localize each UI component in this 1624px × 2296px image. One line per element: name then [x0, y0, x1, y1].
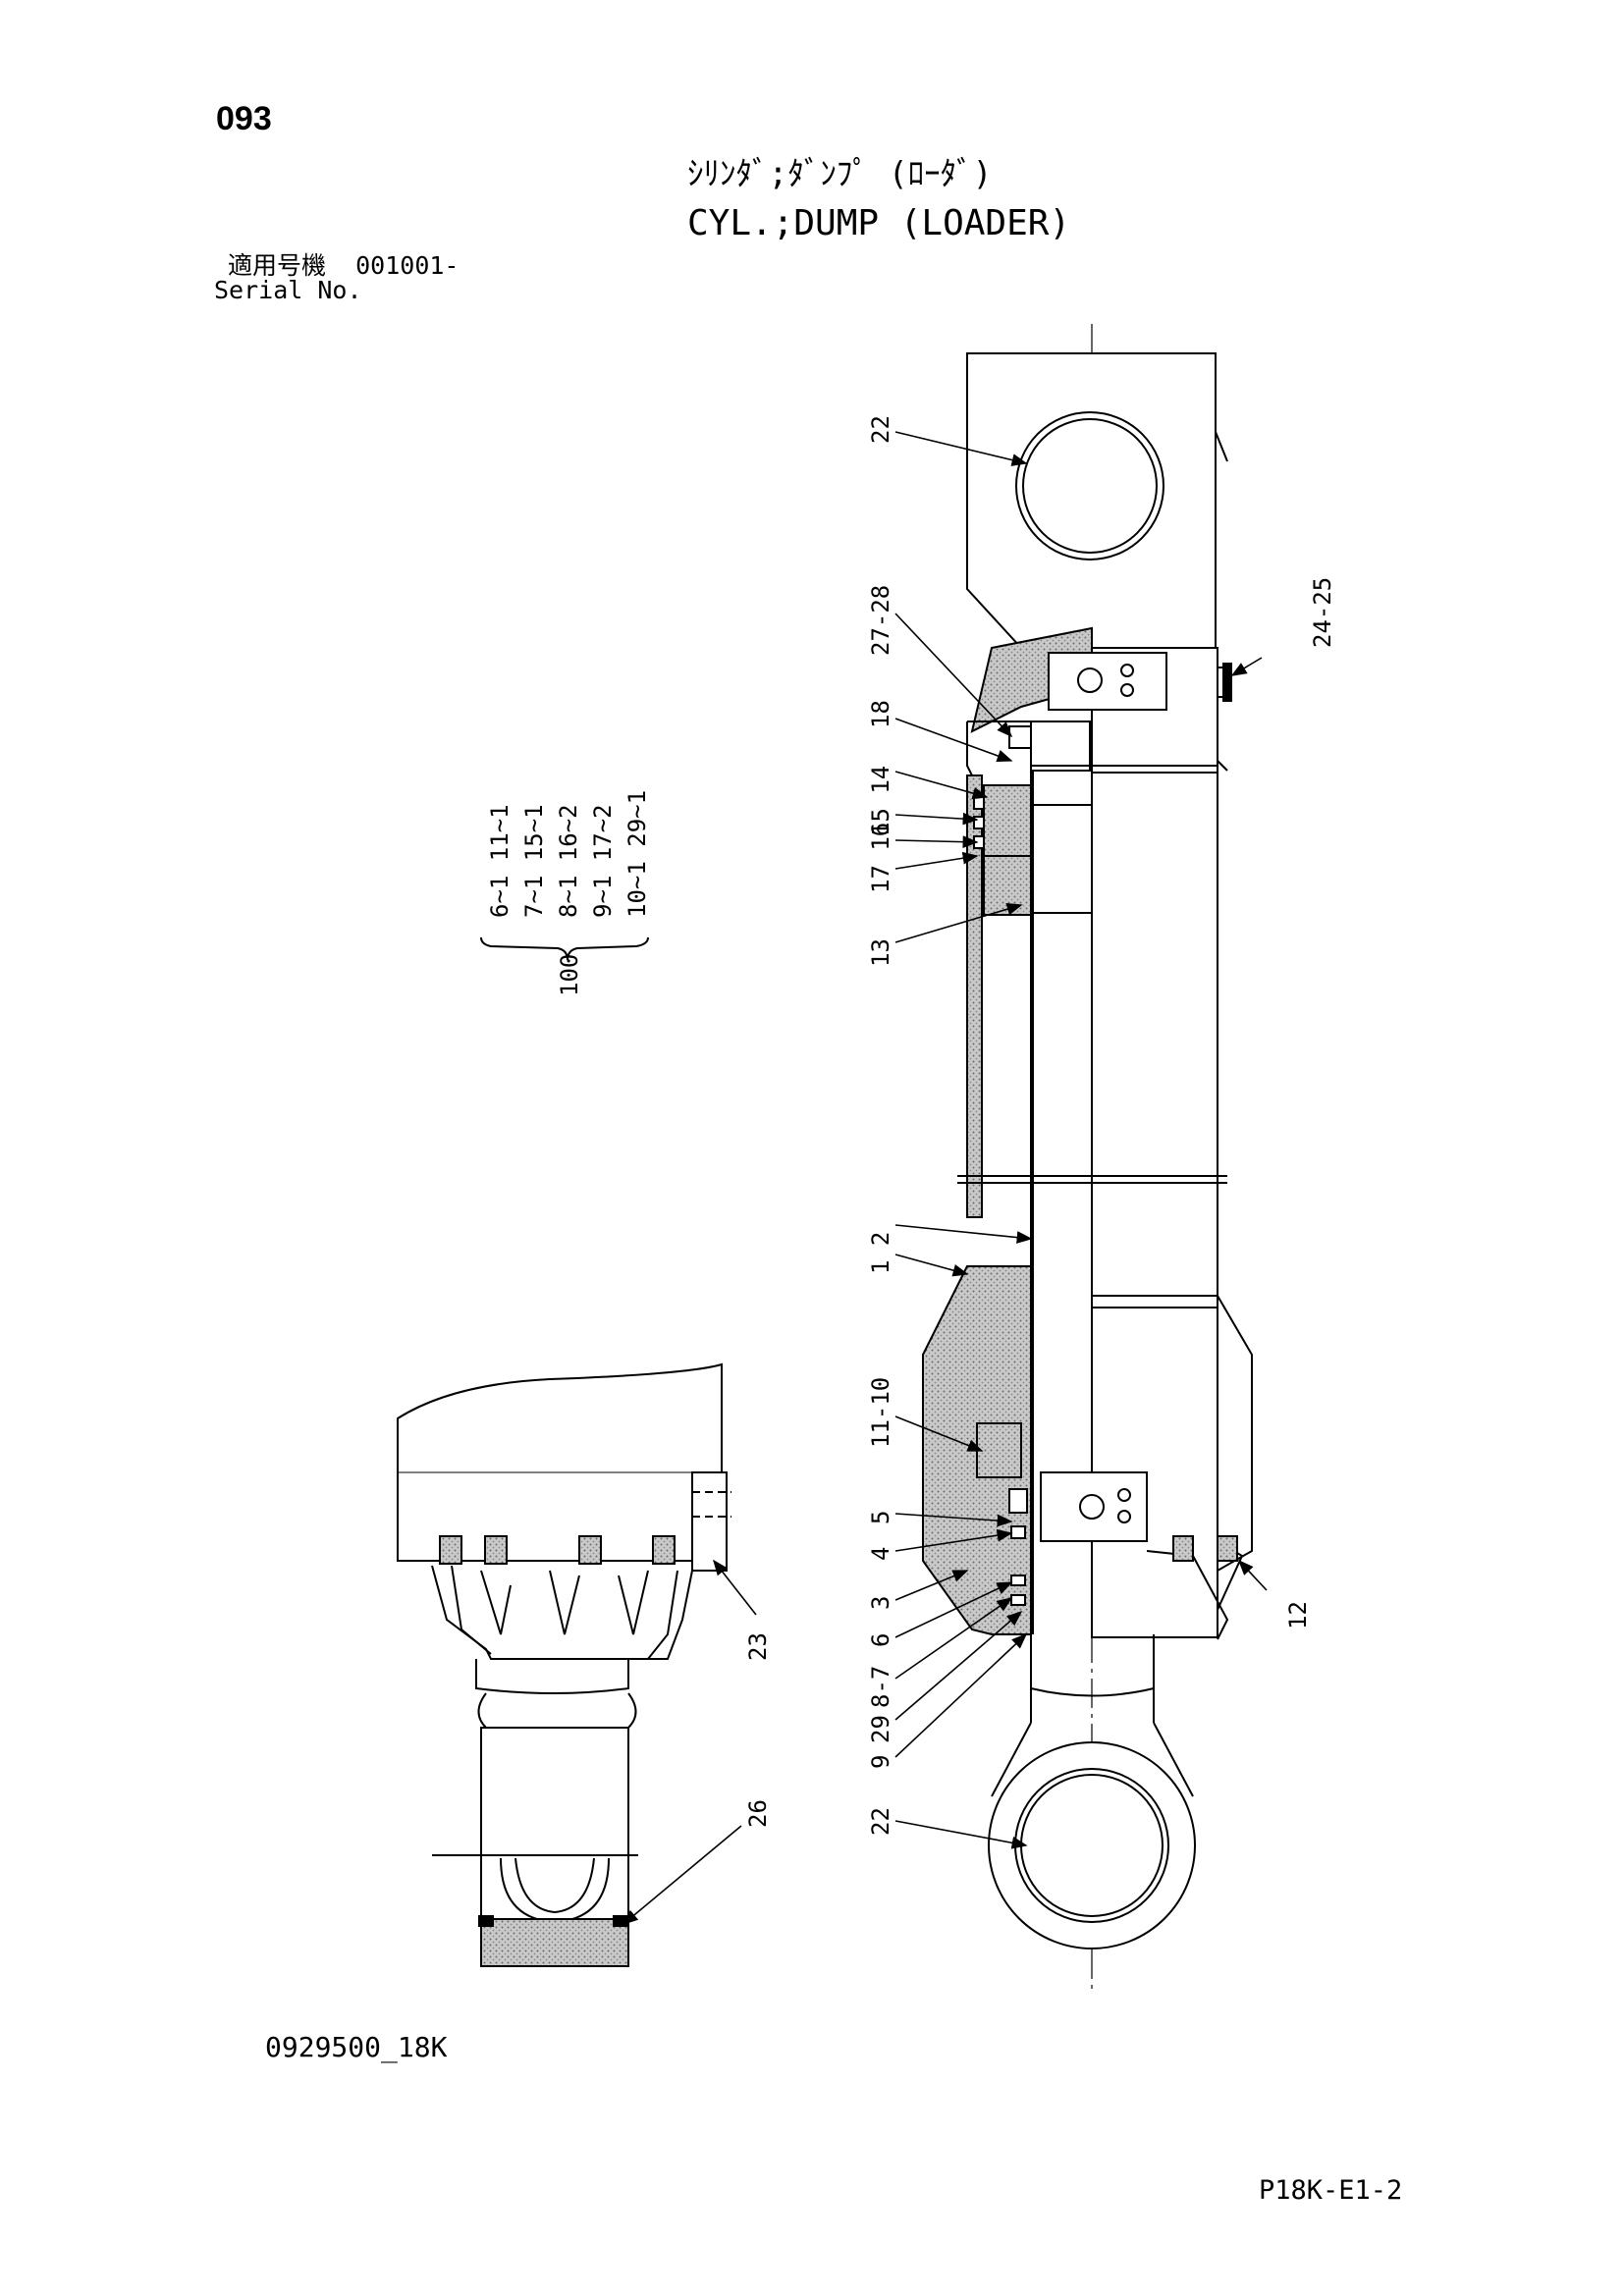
- leader-lines: [622, 431, 1268, 1926]
- callout-22-bottom: 22: [867, 1807, 894, 1836]
- callout-6: 6: [867, 1633, 894, 1647]
- serial-line-japanese: 適用号機 001001-: [228, 253, 459, 278]
- callout-5: 5: [867, 1511, 894, 1524]
- bottom-pin-bore: [1020, 1774, 1164, 1917]
- title-english: CYL.;DUMP (LOADER): [687, 203, 1071, 243]
- kit-number: 100: [556, 954, 583, 996]
- callout-11-10: 11-10: [867, 1377, 894, 1448]
- callout-29: 29: [867, 1715, 894, 1743]
- drawing-number: 0929500_18K: [265, 2031, 448, 2063]
- title-japanese: ｼﾘﾝﾀﾞ;ﾀﾞﾝﾌﾟ (ﾛｰﾀﾞ): [687, 154, 993, 192]
- top-pin-bore: [1022, 418, 1158, 554]
- page-code: P18K-E1-2: [1259, 2175, 1403, 2206]
- callout-26: 26: [744, 1799, 772, 1828]
- callout-4: 4: [867, 1547, 894, 1561]
- page-number: 093: [216, 100, 272, 137]
- callout-18: 18: [867, 700, 894, 728]
- kit-brace: [480, 936, 649, 961]
- kit-row: 10~1 29~1: [623, 790, 651, 918]
- callout-23: 23: [744, 1632, 772, 1661]
- callout-12: 12: [1284, 1601, 1312, 1629]
- callout-8-7: 8-7: [867, 1666, 894, 1708]
- callout-17-16: 17 16: [867, 823, 894, 893]
- callout-27-28: 27-28: [867, 585, 894, 656]
- serial-label-english: Serial No.: [214, 276, 362, 304]
- detail-view: [397, 1362, 731, 1967]
- kit-row: 6~1 11~1: [486, 804, 514, 918]
- kit-row: 7~1 15~1: [520, 804, 548, 918]
- kit-row: 8~1 16~2: [555, 804, 582, 918]
- serial-value: 001001-: [355, 251, 460, 280]
- callout-9: 9: [867, 1755, 894, 1769]
- kit-list: 100 6~1 11~1 7~1 15~1 8~1 16~2 9~1 17~2 …: [480, 790, 651, 996]
- callout-15-14: 15 14: [867, 766, 894, 836]
- callout-3: 3: [867, 1596, 894, 1610]
- callout-13: 13: [867, 938, 894, 967]
- callout-22-top: 22: [867, 415, 894, 444]
- main-cylinder: [922, 324, 1253, 1993]
- callout-labels: 22 27-28 24-25 18 15 14 17 16 13 1 2 11-…: [744, 415, 1336, 1836]
- kit-row: 9~1 17~2: [589, 804, 617, 918]
- serial-label-japanese: 適用号機: [228, 251, 327, 280]
- callout-1-2: 1 2: [867, 1232, 894, 1274]
- callout-24-25: 24-25: [1309, 577, 1336, 648]
